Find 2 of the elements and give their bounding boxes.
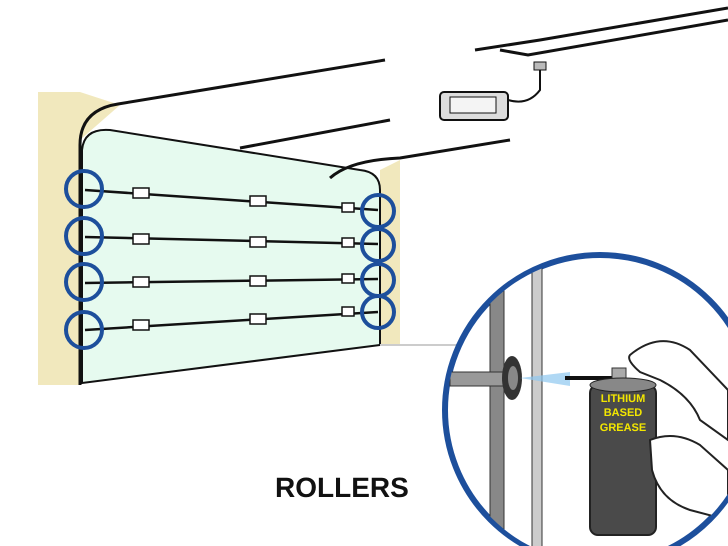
can-label-text: LITHIUM BASED GREASE — [598, 392, 648, 435]
rollers-label: ROLLERS — [275, 472, 410, 504]
